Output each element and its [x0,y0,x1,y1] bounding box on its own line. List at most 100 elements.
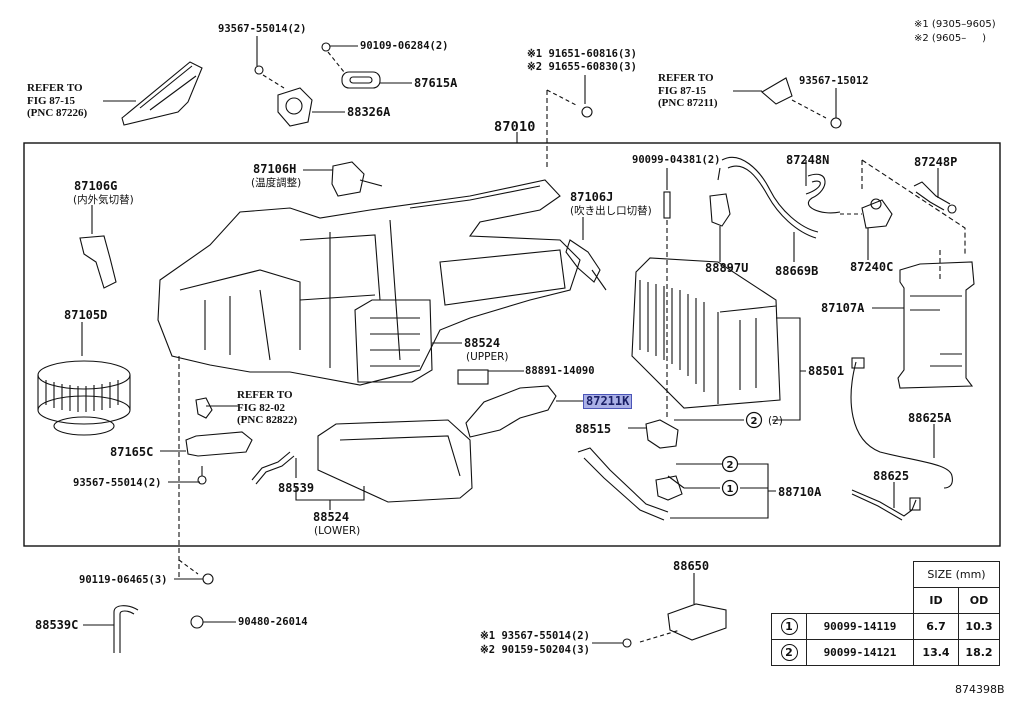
heater-core-87107A [897,261,975,389]
clip-82822 [195,397,213,419]
part-90159-50204[interactable]: ※2 90159-50204(3) [480,644,590,656]
blower-87105D [37,360,131,390]
pipe-88710A [577,447,669,521]
grommet-88326A [277,87,313,127]
part-88501-qty: (2) [768,415,783,427]
callout-1-pipe: 1 [727,484,734,495]
part-87240C[interactable]: 87240C [850,260,894,274]
part-91655-60830[interactable]: ※2 91655-60830(3) [527,61,637,73]
nut-90480 [190,615,204,629]
screw-93567-left [197,475,207,485]
ref-fig-87-15-pnc-87211[interactable]: REFER TO FIG 87-15 (PNC 87211) [658,72,718,109]
filter-88891 [457,369,489,385]
part-87615A[interactable]: 87615A [414,76,458,90]
part-88710A[interactable]: 88710A [778,485,822,499]
ref-fig-82-02-pnc-82822[interactable]: REFER TO FIG 82-02 (PNC 82822) [237,389,298,426]
part-93567-55014-left[interactable]: 93567-55014(2) [73,477,162,489]
part-93567-55014-bottom[interactable]: ※1 93567-55014(2) [480,630,590,642]
part-87211K-highlighted[interactable]: 87211K [582,394,633,409]
bolt-91651 [581,106,593,118]
pad-87615A [341,71,381,89]
row-od-value: 18.2 [958,639,1000,666]
figure-id: 874398B [955,683,1005,696]
actuator-87106J [565,239,607,291]
part-88501[interactable]: 88501 [808,364,845,378]
part-88524-upper-desc: (UPPER) [466,351,509,363]
evaporator-88501 [631,257,781,409]
module-88650 [667,603,727,641]
case-88524-upper [354,299,433,383]
part-88650[interactable]: 88650 [673,559,710,573]
bracket-88524-lower [295,486,365,510]
part-87248N[interactable]: 87248N [786,153,830,167]
part-87165C[interactable]: 87165C [110,445,154,459]
part-90099-04381[interactable]: 90099-04381(2) [632,154,721,166]
ref-fig-87-15-pnc-87226[interactable]: REFER TO FIG 87-15 (PNC 87226) [27,82,88,119]
part-88524-lower[interactable]: 88524 [313,510,350,524]
valve-88515 [645,419,679,449]
part-88524-upper[interactable]: 88524 [464,336,501,350]
part-88539[interactable]: 88539 [278,481,315,495]
hose-88539C [113,605,139,653]
valve-88897U [709,193,731,227]
row-id-value: 13.4 [913,639,959,666]
screw-93567-top [254,65,264,75]
part-90109-06284[interactable]: 90109-06284(2) [360,40,449,52]
part-88625A[interactable]: 88625A [908,411,952,425]
part-93567-15012[interactable]: 93567-15012 [799,75,869,87]
part-88524-lower-desc: (LOWER) [314,525,361,537]
bracket-88501 [772,317,806,421]
part-87248P[interactable]: 87248P [914,155,958,169]
sensor-88625 [851,489,917,521]
part-88891-14090[interactable]: 88891-14090 [525,365,595,377]
bolt-93567-15012 [830,117,842,129]
part-87107A[interactable]: 87107A [821,301,865,315]
hose-88539 [251,451,295,485]
part-88515[interactable]: 88515 [575,422,612,436]
hose-87248P [913,181,951,211]
callout-circle-2-evaporator [745,411,763,429]
actuator-87106G [79,235,117,289]
part-88897U[interactable]: 88897U [705,261,749,275]
part-87106J-desc: (吹き出し口切替) [570,205,652,217]
row-key-1: 1 [780,618,798,635]
row-key-2: 2 [780,644,798,661]
part-87106G[interactable]: 87106G [74,179,118,193]
part-88326A[interactable]: 88326A [347,105,391,119]
bracket-87211-drawing [761,77,793,105]
size-table: SIZE (mm) ID OD 1 90099-14119 6.7 10.3 2… [771,561,1000,666]
part-87106H-desc: (温度調整) [251,177,302,189]
part-91651-60816[interactable]: ※1 91651-60816(3) [527,48,637,60]
callout-2-pipe: 2 [727,460,734,471]
part-90480-26014[interactable]: 90480-26014 [238,616,308,628]
callout-circle-1-pipe [721,479,739,497]
part-87106J[interactable]: 87106J [570,190,614,204]
part-93567-55014-top[interactable]: 93567-55014(2) [218,23,307,35]
footnote-2: ※2 (9605– ) [914,33,987,44]
part-87106G-desc: (内外気切替) [73,194,134,206]
hose-88669B [717,156,819,239]
part-88539C[interactable]: 88539C [35,618,79,632]
row-part-number[interactable]: 90099-14121 [806,639,914,666]
size-col-id: ID [913,587,959,614]
size-table-row: 2 90099-14121 13.4 18.2 [771,639,1000,666]
size-table-row: 1 90099-14119 6.7 10.3 [771,613,1000,640]
screw-90109 [321,42,331,52]
assembly-frame [23,142,1001,547]
screw-bottom [622,638,632,648]
part-88669B[interactable]: 88669B [775,264,819,278]
valve-87240C [861,199,893,229]
part-87010[interactable]: 87010 [494,119,536,135]
part-88625[interactable]: 88625 [873,469,910,483]
row-part-number[interactable]: 90099-14119 [806,613,914,640]
wire-88625A [850,361,953,489]
part-87105D[interactable]: 87105D [64,308,108,322]
hose-87248N [805,173,841,214]
bolt-90119 [202,573,214,585]
hvac-housing [157,179,581,386]
callout-circle-2-pipe [721,455,739,473]
part-90119-06465[interactable]: 90119-06465(3) [79,574,168,586]
part-87106H[interactable]: 87106H [253,162,297,176]
